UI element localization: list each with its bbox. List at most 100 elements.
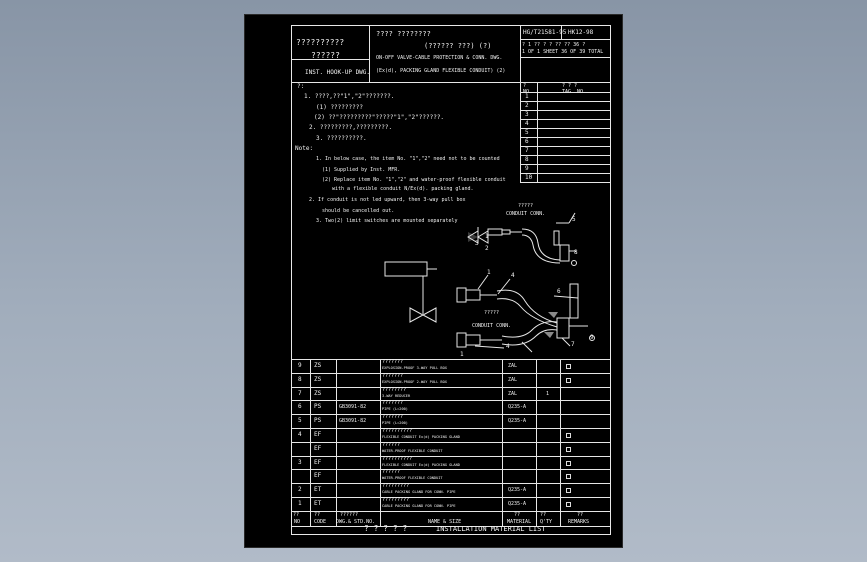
title-en-left: INST. HOOK-UP DWG. xyxy=(305,69,371,76)
col-name: NAME & SIZE xyxy=(428,519,462,525)
upper-pull-box xyxy=(559,244,570,262)
callout-6: 6 xyxy=(557,288,561,295)
material-row-code: EF xyxy=(314,458,322,466)
material-row-line xyxy=(292,497,610,498)
material-row-name-cn: ????????? xyxy=(382,483,410,490)
col-no: NO xyxy=(294,519,301,525)
material-row-line xyxy=(292,359,610,360)
note-line: with a flexible conduit N/Ex(d). packing… xyxy=(332,186,474,192)
tag-row-line xyxy=(520,146,610,147)
installation-drawing xyxy=(384,212,595,353)
tag-row-number: 2 xyxy=(525,102,529,109)
tag-row-number: 4 xyxy=(525,120,529,127)
tag-row-line xyxy=(520,182,610,183)
title-left-line xyxy=(292,59,369,60)
material-row-material: ZAL xyxy=(508,390,518,397)
material-row-name-cn: ??????? xyxy=(382,359,404,365)
tag-row-line xyxy=(520,137,610,138)
material-list-title: INSTALLATION MATERIAL LIST xyxy=(436,525,546,533)
tag-row-line xyxy=(520,173,610,174)
material-row-name-cn: ?????? xyxy=(382,441,401,448)
material-row-no: 8 xyxy=(298,375,302,383)
title-center-cn-2: (?????? ???) (?) xyxy=(424,42,492,50)
material-row-material: ZAL xyxy=(508,376,518,383)
col-mat: MATERIAL xyxy=(507,519,532,525)
label-conduit-conn-top: CONDUIT CONN. xyxy=(506,211,546,217)
tag-row-number: 9 xyxy=(525,165,529,172)
material-row-code: PS xyxy=(314,403,322,411)
material-row-name-cn: ??????? xyxy=(382,414,404,421)
callout-1-top: 1 xyxy=(485,233,489,240)
col-rem-cn: ?? xyxy=(577,512,584,518)
upper-gland-1 xyxy=(487,228,503,236)
callout-9: 9 xyxy=(590,334,594,341)
material-row-line xyxy=(292,400,610,402)
callout-8: 8 xyxy=(574,249,578,256)
sheet-info-en: 1 OF 1 SHEET 36 OF 39 TOTAL xyxy=(522,49,604,55)
remark-checkbox xyxy=(566,502,571,507)
pipe-vertical xyxy=(569,283,579,319)
material-row-name-cn: ?????????? xyxy=(382,428,413,434)
material-row-no: 9 xyxy=(298,362,302,369)
tag-row-line xyxy=(520,164,610,165)
callout-1-bottom: 1 xyxy=(460,351,464,358)
tag-row-number: 5 xyxy=(525,129,529,136)
material-row-std: GB3091-82 xyxy=(339,418,367,425)
material-row-code: EF xyxy=(314,444,322,452)
material-row-line xyxy=(292,455,610,457)
material-row-name-cn: ??????? xyxy=(382,372,404,379)
callout-2-top: 2 xyxy=(485,245,489,252)
note-line: (2) Replace item No. "1","2" and water-p… xyxy=(322,177,506,183)
material-row-name-cn: ?????? xyxy=(382,469,401,476)
material-row-qty: 1 xyxy=(546,390,550,397)
material-row-std: GB3091-82 xyxy=(339,404,367,411)
title-right-line-2 xyxy=(520,57,610,58)
lower-valve-symbol xyxy=(409,307,437,323)
material-row-code: ET xyxy=(314,500,322,507)
note-line: (1) ????????? xyxy=(316,104,363,111)
note-line: should be cancelled out. xyxy=(322,208,395,214)
material-row-material: Q235-A xyxy=(508,501,527,507)
material-row-line xyxy=(292,428,610,429)
note-line: 1. ????,??"1","2"???????. xyxy=(304,93,395,100)
note-line: 3. ??????????. xyxy=(316,135,367,142)
remark-checkbox xyxy=(566,364,571,369)
label-conduit-conn-bottom: CONDUIT CONN. xyxy=(472,323,512,329)
material-row-name: EXPLOSION-PROOF 3-WAY PULL BOX xyxy=(382,366,447,370)
material-row-name: FLEXIBLE CONDUIT Ex(d) PACKING GLAND xyxy=(382,462,460,467)
material-row-name: PIPE (L=200) xyxy=(382,421,408,426)
material-list-title-cn: ? ? ? ? ? xyxy=(364,524,408,533)
material-row-code: PS xyxy=(314,417,322,425)
label-top-q: ????? xyxy=(518,203,534,209)
material-row-line xyxy=(292,469,610,471)
callout-4-bottom: 4 xyxy=(506,343,510,350)
material-row-name: CABLE PACKING GLAND FOR CONN. PIPE xyxy=(382,504,456,508)
material-row-code: ZS xyxy=(314,389,322,397)
material-row-line xyxy=(292,483,610,485)
col-std-cn: ?????? xyxy=(340,512,359,518)
material-row-name-cn: ???????? xyxy=(382,386,407,393)
material-row-name-cn: ??????? xyxy=(382,400,404,407)
drawing-sheet: ?????????? ?????? INST. HOOK-UP DWG. ???… xyxy=(244,14,623,548)
title-right-line-1 xyxy=(520,39,610,40)
note-line: 3. Two(2) limit switches are mounted sep… xyxy=(316,218,458,224)
material-row-code: ET xyxy=(314,486,322,494)
col-no-cn: ?? xyxy=(293,512,300,518)
material-row-material: Q235-A xyxy=(508,418,527,425)
callout-4: 4 xyxy=(511,272,515,279)
title-divider-1 xyxy=(369,26,370,82)
title-block-bottom-line xyxy=(292,82,610,83)
material-row-name: PIPE (L=200) xyxy=(382,407,408,412)
material-row-no: 6 xyxy=(298,403,302,411)
material-row-no: 7 xyxy=(298,389,302,397)
tag-row-line xyxy=(520,101,610,102)
remark-checkbox xyxy=(566,488,571,494)
material-row-material: Q235-A xyxy=(508,487,527,494)
callout-7: 7 xyxy=(571,341,575,348)
lower-pull-box xyxy=(556,317,570,339)
col-code-cn: ?? xyxy=(314,512,321,518)
col-std: DWG.& STD.NO. xyxy=(336,519,376,525)
tag-row-number: 6 xyxy=(525,138,529,145)
sheet-info-cn: ? 1 ?? ? ? ?? ?? 36 ? xyxy=(522,42,586,48)
material-row-code: ZS xyxy=(314,362,322,369)
